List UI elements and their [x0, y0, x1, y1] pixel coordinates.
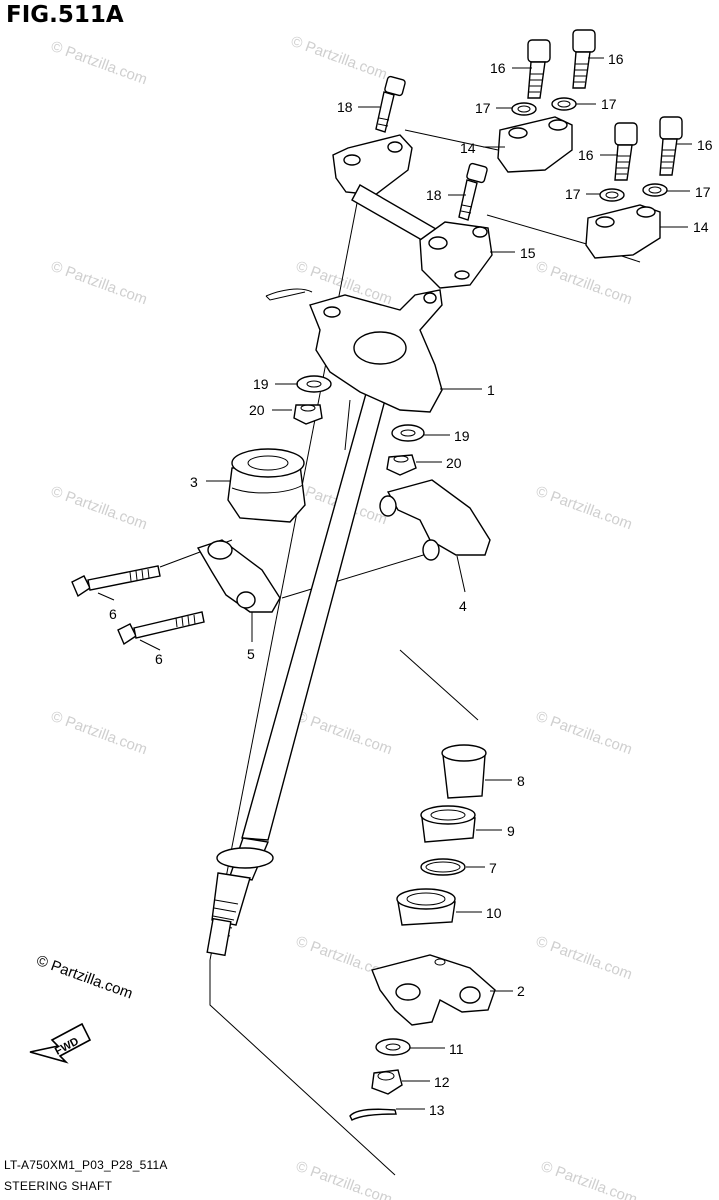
handlebar-upper-bracket	[332, 134, 493, 289]
washer-19-b	[391, 424, 425, 442]
watermark: © Partzilla.com	[49, 38, 150, 89]
nut-12	[371, 1069, 403, 1095]
callout-12: 12	[434, 1074, 450, 1090]
bolt-16-c	[614, 122, 638, 181]
bolt-16-d	[659, 116, 683, 176]
washer-11	[375, 1038, 411, 1056]
washer-19-a	[296, 375, 332, 393]
callout-13: 13	[429, 1102, 445, 1118]
callout-18: 18	[337, 99, 353, 115]
shaft-holder-upper-5	[196, 539, 281, 613]
callout-5: 5	[247, 646, 255, 662]
callout-4: 4	[459, 598, 467, 614]
callout-11: 11	[449, 1041, 464, 1057]
callout-9: 9	[507, 823, 515, 839]
diagram-caption: STEERING SHAFT	[4, 1179, 113, 1193]
callout-16: 16	[490, 60, 506, 76]
callout-19: 19	[253, 376, 269, 392]
bolt-16-a	[527, 39, 551, 99]
watermark: © Partzilla.com	[294, 708, 395, 759]
callout-1: 1	[487, 382, 495, 398]
callout-17: 17	[695, 184, 711, 200]
shaft-bushing-3	[227, 448, 306, 523]
callout-14: 14	[693, 219, 709, 235]
washers-17	[511, 97, 668, 202]
watermark: © Partzilla.com	[534, 708, 635, 759]
watermark: © Partzilla.com	[534, 258, 635, 309]
fwd-arrow-icon: FWD	[29, 1022, 92, 1064]
callout-6: 6	[109, 606, 117, 622]
callout-15: 15	[520, 245, 536, 261]
callout-16: 16	[608, 51, 624, 67]
callout-19: 19	[454, 428, 470, 444]
callout-7: 7	[489, 860, 497, 876]
o-ring-7	[420, 858, 466, 876]
bolt-18-a	[375, 75, 406, 133]
watermark: © Partzilla.com	[289, 33, 390, 84]
watermark: © Partzilla.com	[49, 483, 150, 534]
callout-leaders	[97, 57, 692, 1110]
watermark: © Partzilla.com	[539, 1158, 640, 1200]
steering-bracket-plate	[265, 288, 443, 413]
nut-20-b	[386, 454, 417, 476]
bolt-18-b	[458, 162, 488, 221]
callout-17: 17	[601, 96, 617, 112]
diagram-code: LT-A750XM1_P03_P28_511A	[4, 1158, 168, 1172]
callout-20: 20	[446, 455, 462, 471]
upper-holder-14-b	[585, 204, 661, 259]
callout-20: 20	[249, 402, 265, 418]
watermark: © Partzilla.com	[49, 708, 150, 759]
watermark: © Partzilla.com	[534, 933, 635, 984]
cotter-pin-13	[349, 1108, 397, 1121]
callout-16: 16	[578, 147, 594, 163]
callout-2: 2	[517, 983, 525, 999]
shaft-holder-lower-4	[379, 479, 491, 561]
callout-17: 17	[475, 100, 491, 116]
watermark: © Partzilla.com	[534, 483, 635, 534]
callout-14: 14	[460, 140, 476, 156]
watermark: © Partzilla.com	[294, 1158, 395, 1200]
callout-17: 17	[565, 186, 581, 202]
bolt-16-b	[572, 29, 596, 89]
callout-16: 16	[697, 137, 713, 153]
oil-seal-10	[396, 888, 456, 926]
callout-3: 3	[190, 474, 198, 490]
callout-6: 6	[155, 651, 163, 667]
callout-labels: 16 16 18 17 17 14 16 16 18 17 17 14 15 1…	[109, 51, 713, 1118]
figure-title: FIG.511A	[6, 2, 124, 28]
steering-shaft	[206, 369, 386, 957]
callout-10: 10	[486, 905, 502, 921]
callout-18: 18	[426, 187, 442, 203]
watermark: © Partzilla.com	[49, 258, 150, 309]
nut-20-a	[293, 404, 323, 425]
bushing-8	[441, 744, 487, 799]
bolt-6-b	[117, 611, 205, 646]
watermark-layer: © Partzilla.com © Partzilla.com © Partzi…	[49, 33, 640, 1200]
oil-seal-9	[420, 805, 476, 843]
assembly-lines	[159, 129, 641, 1176]
bolt-6-a	[71, 565, 161, 598]
steering-arm-2	[371, 954, 496, 1026]
upper-holder-14-a	[497, 116, 573, 173]
callout-8: 8	[517, 773, 525, 789]
